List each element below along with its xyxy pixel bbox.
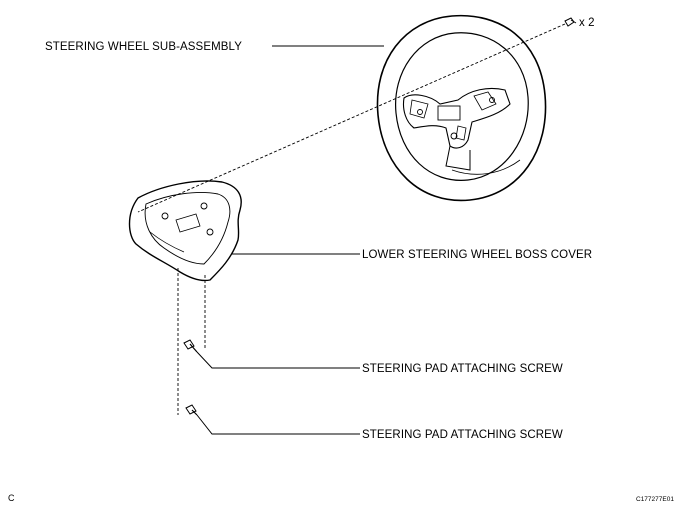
label-lower-steering-wheel-boss-cover: LOWER STEERING WHEEL BOSS COVER — [362, 249, 592, 261]
corner-letter: C — [8, 493, 15, 503]
label-quantity: x 2 — [579, 17, 595, 29]
alignment-line-diagonal — [137, 23, 566, 213]
label-steering-pad-attaching-screw-2: STEERING PAD ATTACHING SCREW — [362, 429, 563, 441]
screw-icon-lower — [185, 404, 198, 416]
boss-cover-drawing — [128, 180, 242, 282]
screw-icon-upper — [183, 339, 198, 353]
steering-wheel-drawing — [376, 14, 547, 202]
label-steering-pad-attaching-screw-1: STEERING PAD ATTACHING SCREW — [362, 363, 563, 375]
figure-code: C177277E01 — [636, 496, 674, 503]
screw-icon-top — [564, 17, 577, 27]
leader-line-screw-2 — [196, 414, 360, 435]
leader-line-screw-1 — [196, 351, 360, 369]
label-steering-wheel-sub-assembly: STEERING WHEEL SUB-ASSEMBLY — [45, 41, 242, 53]
